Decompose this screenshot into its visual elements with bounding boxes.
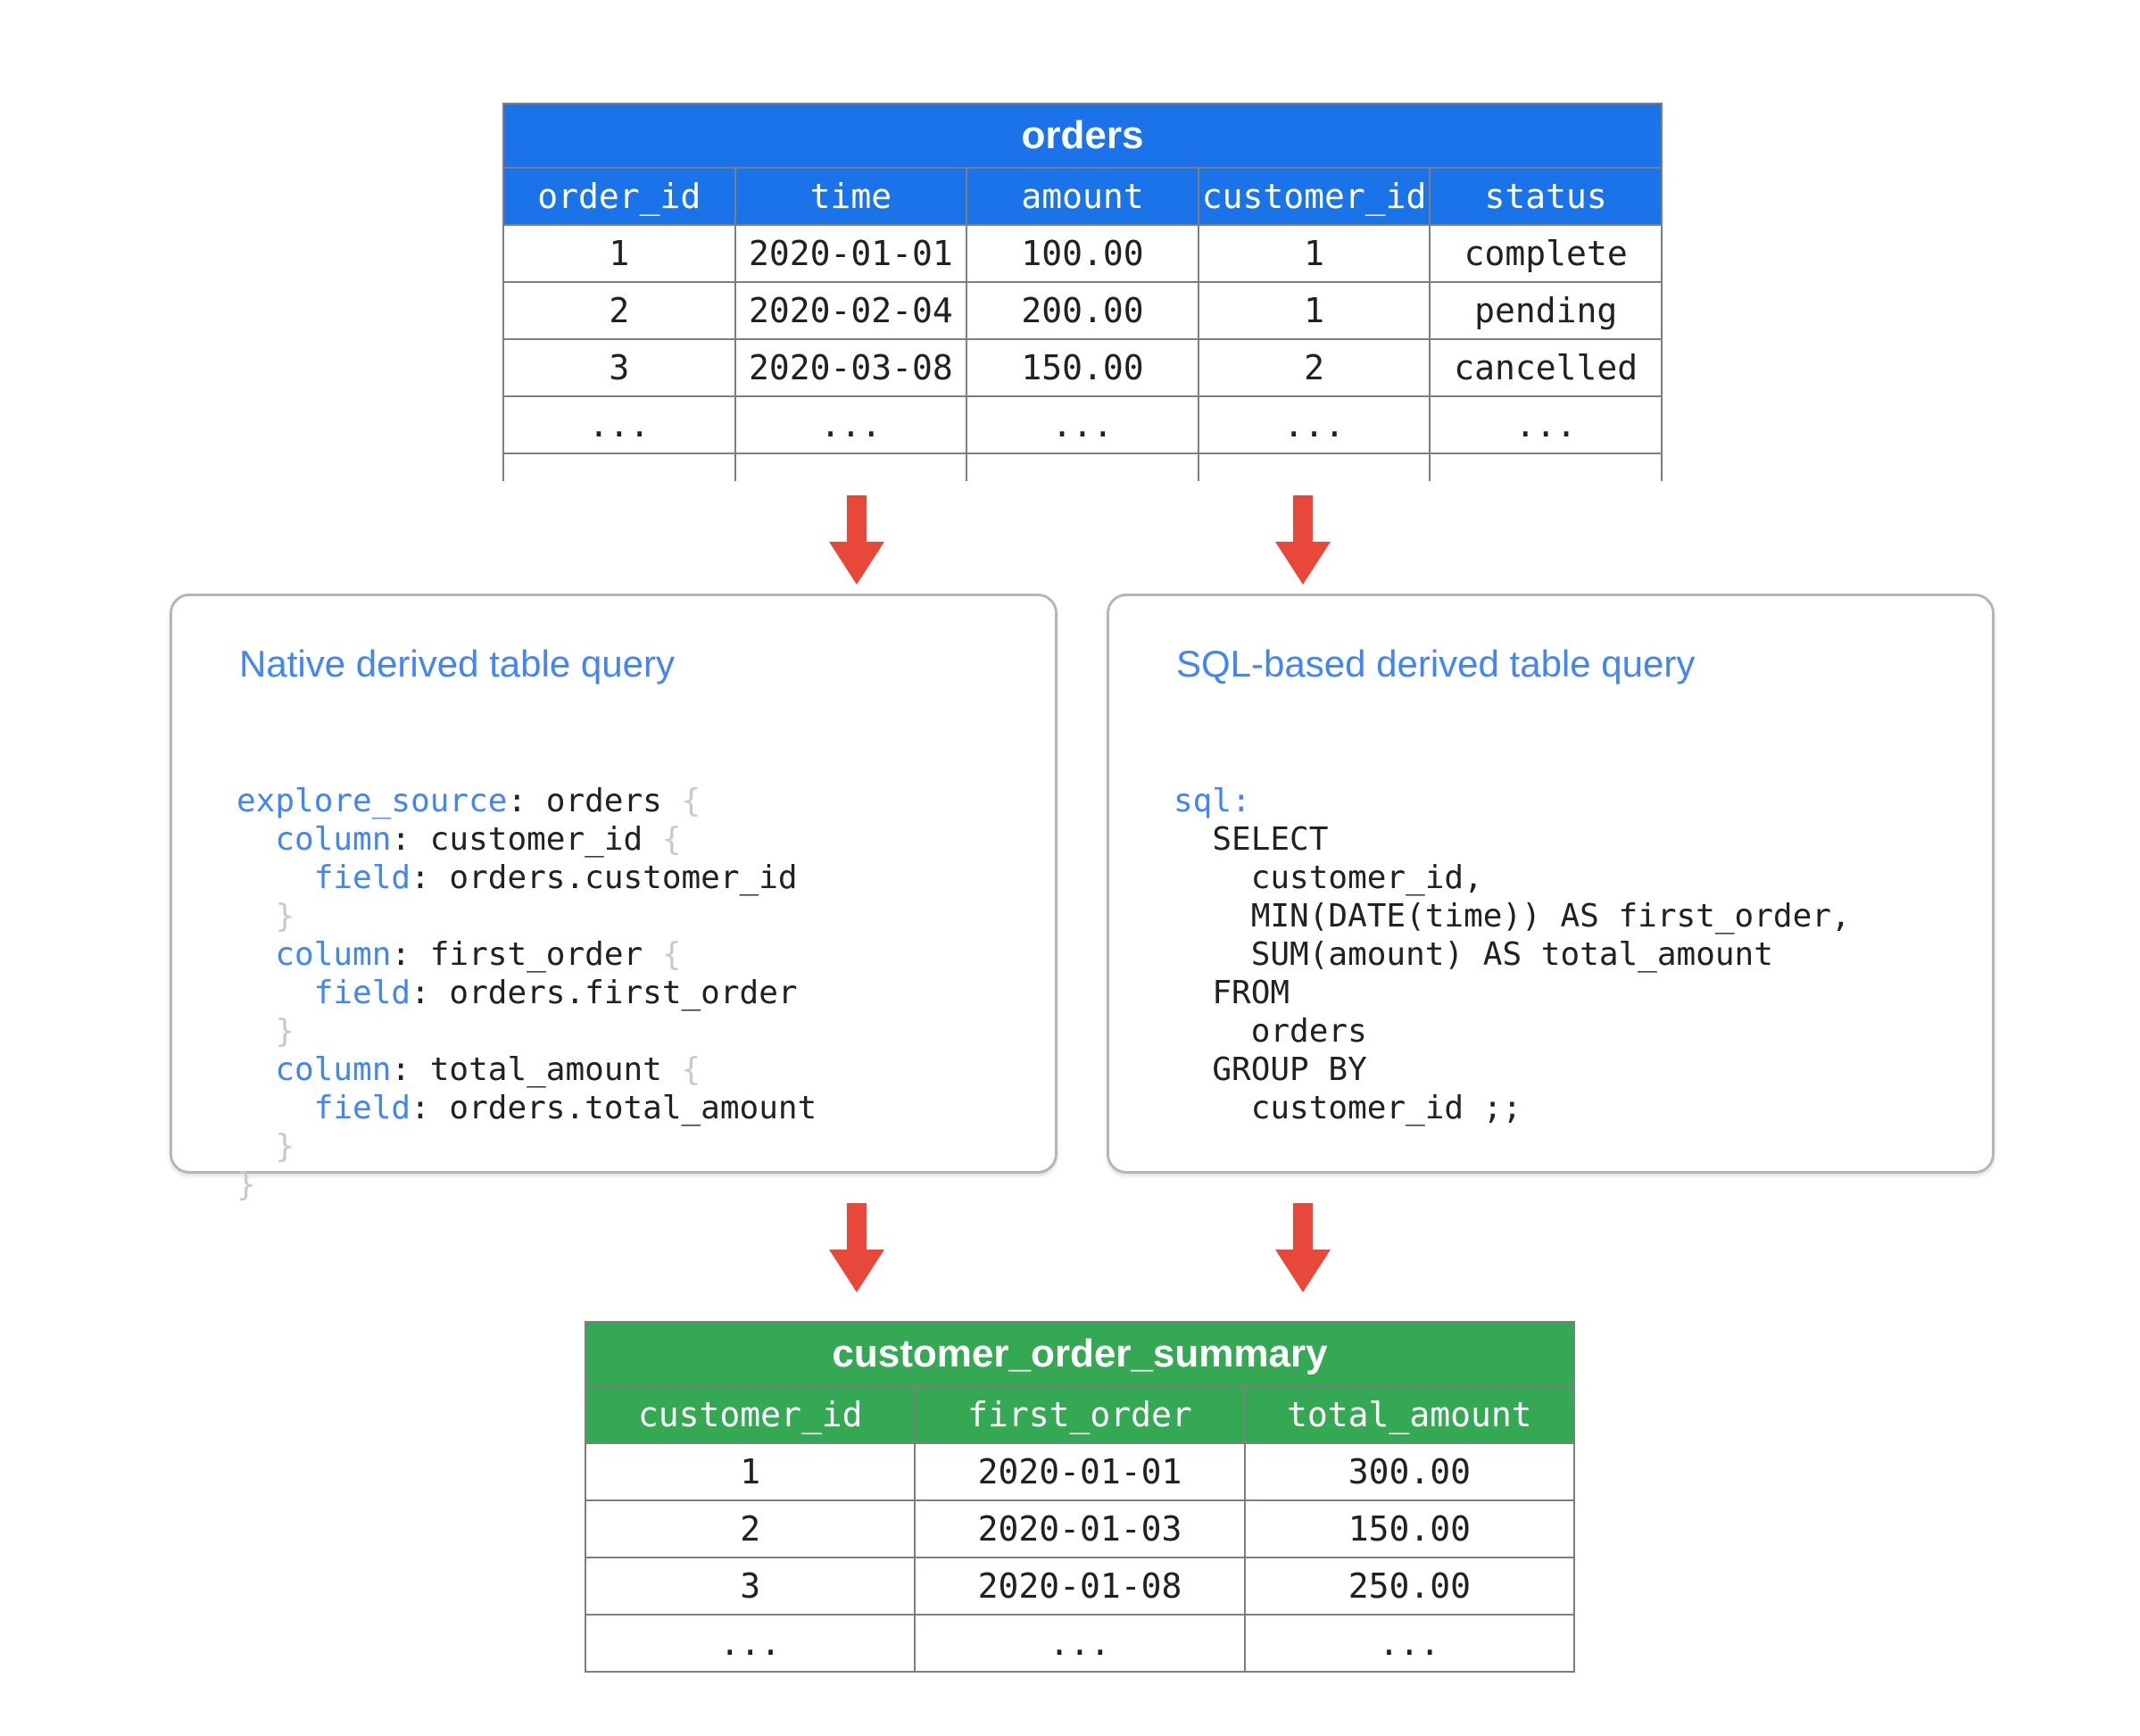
cell: 2020-02-04	[734, 281, 968, 340]
cell: ...	[734, 395, 968, 454]
summary-col-customer_id: customer_id	[584, 1385, 917, 1444]
cell: ...	[1197, 395, 1431, 454]
native-card-title: Native derived table query	[239, 643, 675, 685]
orders-col-status: status	[1429, 167, 1663, 226]
orders-col-order_id: order_id	[502, 167, 736, 226]
table-row-ellipsis: ... ... ... ... ...	[502, 395, 1663, 454]
orders-header-row: order_id time amount customer_id status	[502, 167, 1663, 226]
summary-header-row: customer_id first_order total_amount	[584, 1385, 1576, 1444]
table-row-ellipsis: ... ... ...	[584, 1614, 1576, 1673]
arrow-sql-to-summary	[1275, 1203, 1331, 1292]
cell: 2020-01-03	[914, 1499, 1246, 1558]
cell: 200.00	[966, 281, 1199, 340]
cell: 150.00	[1243, 1499, 1576, 1558]
cell: 1	[1197, 224, 1431, 283]
orders-table-body: orders order_id time amount customer_id …	[502, 103, 1663, 481]
arrow-head	[1275, 1250, 1331, 1292]
sql-card-title: SQL-based derived table query	[1176, 643, 1696, 685]
cell: 3	[584, 1557, 917, 1616]
table-row: 1 2020-01-01 300.00	[584, 1442, 1576, 1501]
sql-code-block: sql: SELECT customer_id, MIN(DATE(time))…	[1174, 783, 1851, 1126]
cell	[1197, 453, 1431, 481]
cell: 1	[1197, 281, 1431, 340]
cell: ...	[1429, 395, 1663, 454]
cell: 2020-01-01	[914, 1442, 1246, 1501]
arrow-orders-to-sql	[1275, 495, 1331, 585]
cell: 1	[502, 224, 736, 283]
table-row: 1 2020-01-01 100.00 1 complete	[502, 224, 1663, 283]
native-derived-table-card: Native derived table query explore_sourc…	[170, 594, 1058, 1203]
cell	[734, 453, 968, 481]
cell: ...	[584, 1614, 917, 1673]
cell: ...	[914, 1614, 1246, 1673]
cell: pending	[1429, 281, 1663, 340]
cell	[502, 453, 736, 481]
summary-title-row: customer_order_summary	[585, 1321, 1575, 1387]
arrow-shaft	[1293, 495, 1313, 542]
arrow-native-to-summary	[829, 1203, 884, 1292]
sql-derived-table-card: SQL-based derived table query sql: SELEC…	[1107, 594, 1995, 1174]
arrow-head	[829, 1250, 884, 1292]
summary-table-body: customer_order_summary customer_id first…	[584, 1321, 1576, 1673]
arrow-shaft	[1293, 1203, 1313, 1250]
cell: ...	[502, 395, 736, 454]
table-row: 3 2020-03-08 150.00 2 cancelled	[502, 338, 1663, 397]
cell: 2020-03-08	[734, 338, 968, 397]
summary-table-title: customer_order_summary	[585, 1321, 1575, 1387]
cell	[966, 453, 1199, 481]
cell: 250.00	[1243, 1557, 1576, 1616]
arrow-orders-to-native	[829, 495, 884, 585]
cell: 1	[584, 1442, 917, 1501]
arrow-shaft	[847, 1203, 867, 1250]
cell: 3	[502, 338, 736, 397]
orders-col-customer_id: customer_id	[1197, 167, 1431, 226]
table-row: 3 2020-01-08 250.00	[584, 1557, 1576, 1616]
cell: 2	[502, 281, 736, 340]
orders-col-amount: amount	[966, 167, 1199, 226]
orders-title-row: orders	[502, 103, 1663, 169]
cell: 2020-01-01	[734, 224, 968, 283]
table-row: 2 2020-01-03 150.00	[584, 1499, 1576, 1558]
cell: 2	[584, 1499, 917, 1558]
summary-col-total_amount: total_amount	[1243, 1385, 1576, 1444]
cell: 300.00	[1243, 1442, 1576, 1501]
table-row-truncated	[502, 453, 1663, 481]
orders-col-time: time	[734, 167, 968, 226]
cell: ...	[966, 395, 1199, 454]
arrow-shaft	[847, 495, 867, 542]
summary-col-first_order: first_order	[914, 1385, 1246, 1444]
table-row: 2 2020-02-04 200.00 1 pending	[502, 281, 1663, 340]
cell: complete	[1429, 224, 1663, 283]
customer-order-summary-table: customer_order_summary customer_id first…	[584, 1321, 1576, 1673]
arrow-head	[1275, 542, 1331, 585]
cell: 2	[1197, 338, 1431, 397]
cell	[1429, 453, 1663, 481]
cell: ...	[1243, 1614, 1576, 1673]
orders-table-title: orders	[502, 103, 1663, 169]
arrow-head	[829, 542, 884, 585]
native-code-block: explore_source: orders { column: custome…	[236, 783, 817, 1203]
cell: 150.00	[966, 338, 1199, 397]
cell: 100.00	[966, 224, 1199, 283]
cell: cancelled	[1429, 338, 1663, 397]
orders-table: orders order_id time amount customer_id …	[502, 103, 1663, 481]
cell: 2020-01-08	[914, 1557, 1246, 1616]
